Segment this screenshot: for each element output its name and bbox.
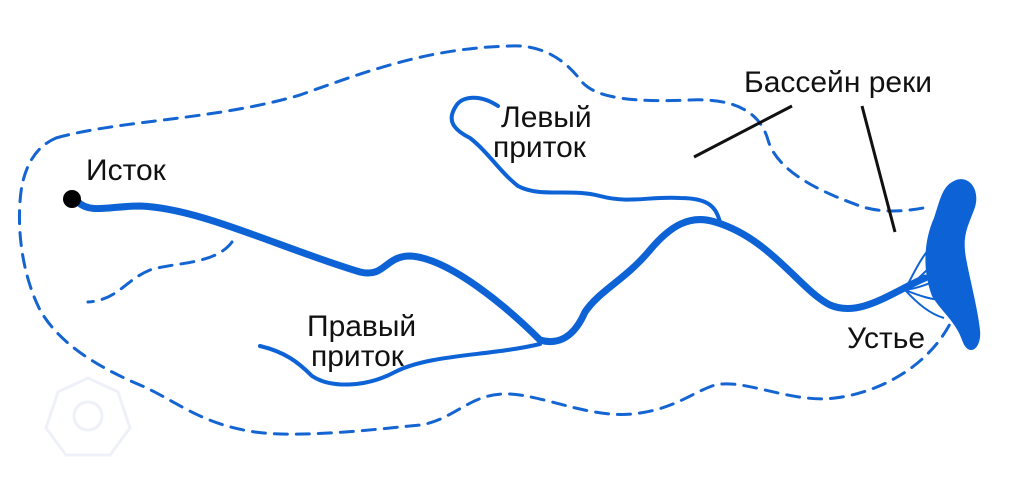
label-source: Исток [86, 154, 167, 187]
main-river [74, 198, 929, 346]
river-mouth-delta [904, 179, 981, 351]
label-mouth: Устье [847, 322, 925, 355]
label-left-tributary-line1: Левый [501, 101, 592, 134]
basin-boundary [17, 44, 960, 436]
label-basin: Бассейн реки [744, 66, 932, 99]
source-point [63, 190, 81, 208]
left-tributary [449, 95, 722, 224]
watermark-emblem [44, 376, 132, 457]
label-left-tributary-line2: приток [493, 131, 587, 164]
basin-leader-right [860, 105, 897, 233]
label-right-tributary-line1: Правый [307, 310, 416, 343]
basin-leader-left [693, 104, 793, 159]
basin-inner-boundary [86, 240, 234, 304]
right-tributary [258, 342, 542, 387]
label-right-tributary-line2: приток [311, 340, 405, 373]
